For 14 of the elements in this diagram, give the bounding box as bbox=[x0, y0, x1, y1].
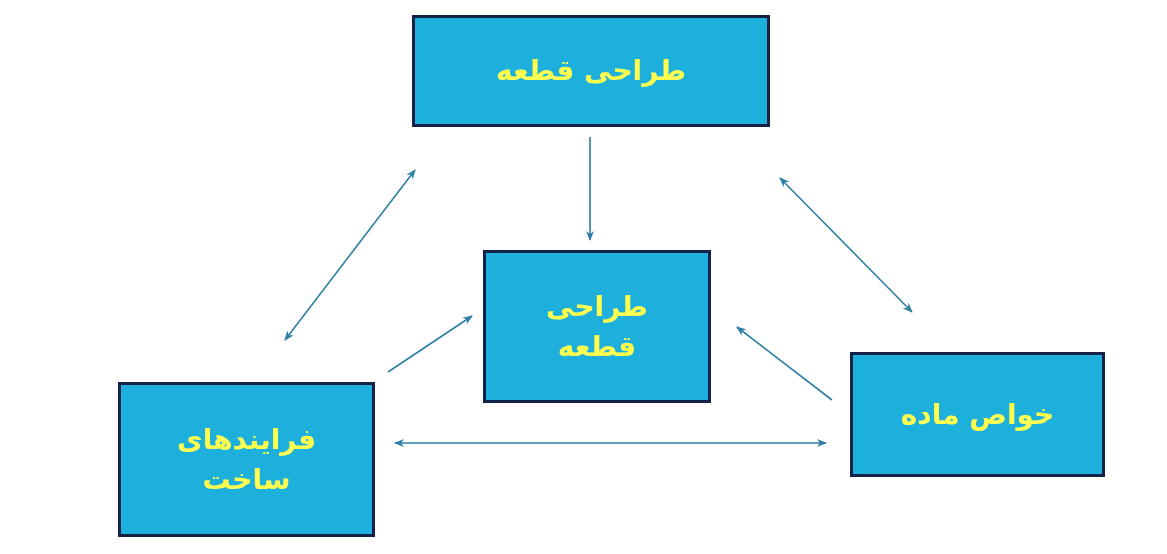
process-box bbox=[483, 250, 711, 403]
arrow bbox=[394, 439, 827, 447]
arrow bbox=[736, 326, 833, 401]
box-label: طراحی قطعه bbox=[545, 288, 649, 365]
process-box bbox=[412, 15, 770, 127]
process-box bbox=[118, 382, 375, 537]
arrow bbox=[586, 136, 594, 241]
arrow bbox=[779, 177, 913, 313]
box-label: خواص ماده bbox=[899, 396, 1056, 433]
arrow bbox=[387, 315, 473, 373]
process-box bbox=[850, 352, 1105, 477]
box-label: فرایندهای ساخت bbox=[175, 421, 318, 498]
box-label: طراحی قطعه bbox=[494, 53, 687, 89]
arrow bbox=[284, 169, 416, 341]
